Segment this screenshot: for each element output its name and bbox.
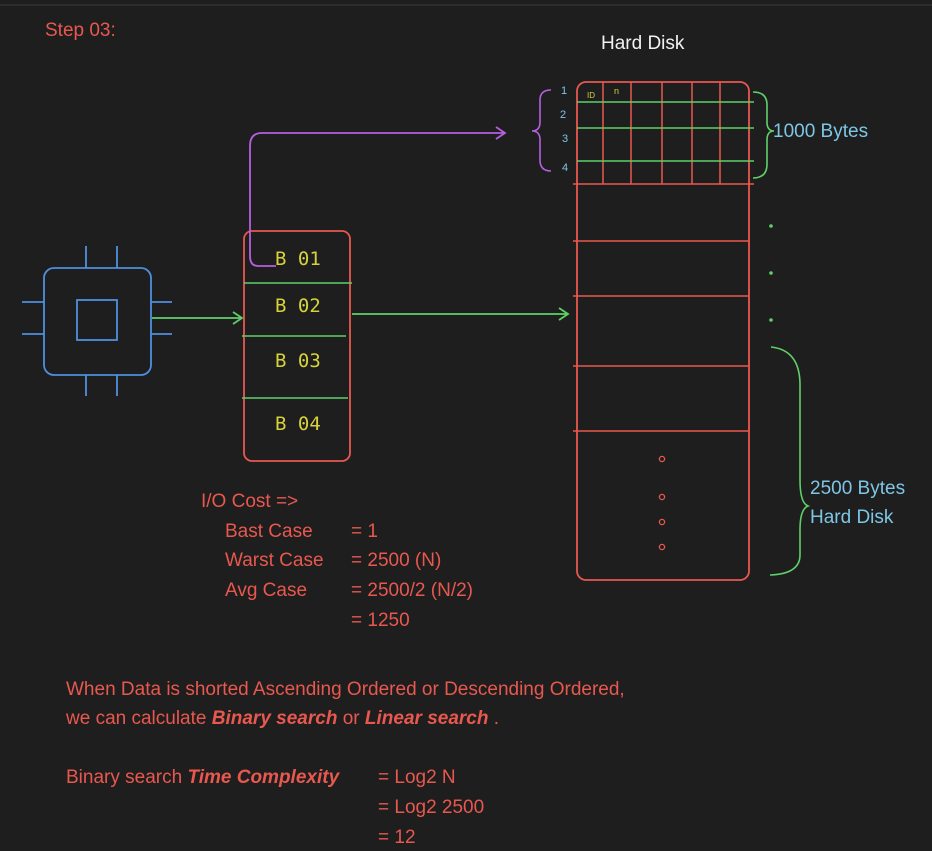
buffer-to-disk-arrow: [352, 307, 570, 321]
note-text-e: .: [488, 708, 500, 729]
buffer-block-4: B 04: [275, 413, 321, 435]
worst-case-value: = 2500 (N): [351, 550, 442, 571]
row-number-2: 2: [560, 109, 567, 121]
avg-case-value: = 2500/2 (N/2): [351, 580, 473, 601]
cpu-to-buffer-arrow: [152, 311, 244, 325]
note-text-c: or: [337, 708, 365, 729]
avg-case-label: Avg Case: [225, 580, 308, 601]
cpu-chip-icon: [22, 246, 172, 396]
best-case-value: = 1: [351, 521, 378, 542]
continuation-dots: [769, 224, 773, 322]
note-line-1: When Data is shorted Ascending Ordered o…: [66, 679, 625, 700]
worst-case-label: Warst Case: [225, 550, 324, 571]
hard-disk-title: Hard Disk: [601, 33, 685, 54]
disk-size-label: 2500 Bytes: [810, 478, 906, 499]
buffer-block-3: B 03: [275, 350, 321, 372]
page-size-brace: [752, 91, 775, 179]
hard-disk-column: [573, 81, 754, 581]
best-case-label: Bast Case: [225, 521, 313, 542]
page-size-label: 1000 Bytes: [773, 121, 869, 142]
time-complexity-term: Time Complexity: [187, 767, 340, 788]
buffer-block-2: B 02: [275, 295, 321, 317]
binary-search-term: Binary search: [211, 708, 338, 729]
complexity-eq-1: = Log2 N: [378, 767, 456, 788]
note-text-a: we can calculate: [66, 708, 212, 729]
complexity-label: Binary search Time Complexity: [66, 768, 339, 787]
disk-size-brace: [769, 346, 811, 576]
row-number-4: 4: [562, 162, 569, 174]
buffer-block-1: B 01: [275, 248, 321, 270]
avg-case-result: = 1250: [351, 610, 410, 631]
io-cost-title: I/O Cost =>: [201, 491, 299, 512]
row-number-1: 1: [561, 85, 568, 97]
rows-brace: [531, 89, 552, 172]
row-number-3: 3: [562, 133, 569, 145]
note-line-2: we can calculate Binary search or Linear…: [66, 709, 499, 728]
disk-size-caption: Hard Disk: [810, 507, 894, 528]
complexity-label-a: Binary search: [66, 767, 188, 788]
buffer-column: [242, 230, 352, 462]
b01-to-page-arrow: [249, 126, 507, 267]
step-label: Step 03:: [45, 20, 116, 41]
column-header-id: ID: [587, 91, 595, 100]
column-header-n: n: [614, 86, 620, 96]
complexity-eq-2: = Log2 2500: [378, 797, 485, 818]
complexity-eq-3: = 12: [378, 827, 416, 848]
linear-search-term: Linear search: [364, 708, 489, 729]
